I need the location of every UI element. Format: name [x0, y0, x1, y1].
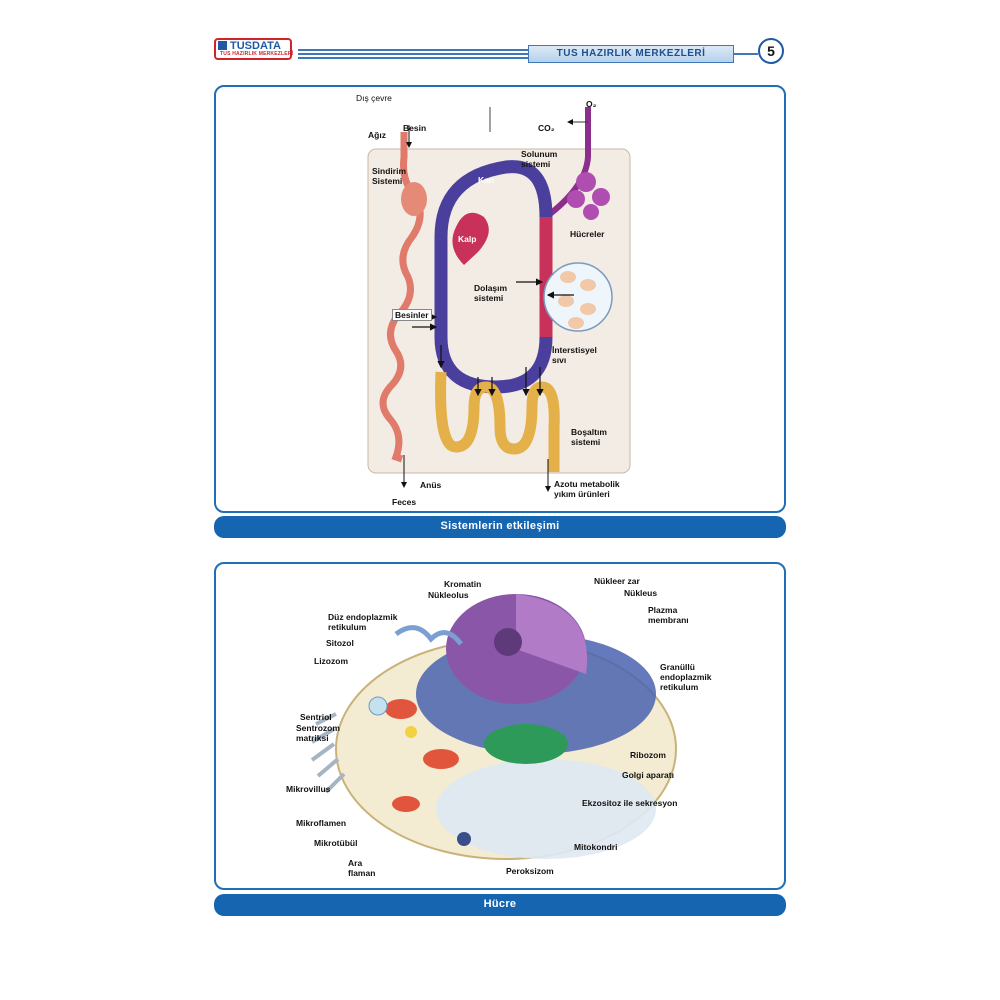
label-interstisyel: İnterstisyel — [552, 345, 597, 355]
label-duz-er-2: retikulum — [328, 622, 367, 632]
header-line — [298, 57, 528, 59]
label-dis-cevre: Dış çevre — [356, 93, 392, 103]
header-line — [734, 53, 758, 55]
label-membrani: membranı — [648, 615, 689, 625]
stomach — [401, 182, 427, 216]
label-granullu-1: Granüllü — [660, 662, 695, 672]
label-sindirim-sistemi: Sistemi — [372, 176, 403, 186]
label-agiz: Ağız — [368, 130, 386, 140]
mitochondrion — [385, 699, 417, 719]
lysosome — [368, 696, 388, 716]
label-anus: Anüs — [420, 480, 442, 490]
label-kromatin: Kromatin — [444, 579, 482, 589]
label-mitokondri: Mitokondri — [574, 842, 618, 852]
label-solunum: Solunum — [521, 149, 558, 159]
lung-lobe — [576, 172, 596, 192]
label-mikrotubul: Mikrotübül — [314, 838, 358, 848]
label-golgi: Golgi aparatı — [622, 770, 674, 780]
label-feces: Feces — [392, 497, 417, 507]
label-sentrozom-2: matriksi — [296, 733, 329, 743]
heart — [452, 212, 489, 265]
cell — [580, 279, 596, 291]
label-hucreler: Hücreler — [570, 229, 605, 239]
mitochondrion — [423, 749, 459, 769]
label-dolasim: Dolaşım — [474, 283, 508, 293]
label-kan: Kan — [478, 175, 495, 185]
label-kalp: Kalp — [458, 234, 477, 244]
label-besin: Besin — [403, 123, 427, 133]
label-sindirim: Sindirim — [372, 166, 407, 176]
figure-systems-panel: Dış çevre Besin Ağız Sindirim Sistemi Ka… — [214, 85, 786, 513]
label-o2: O₂ — [586, 99, 597, 109]
cell — [560, 271, 576, 283]
logo-text: TUSDATA — [230, 40, 281, 52]
golgi — [484, 724, 568, 764]
mitochondrion — [392, 796, 420, 812]
logo-subtitle: TUS HAZIRLIK MERKEZLERİ — [220, 51, 294, 57]
label-sitozol: Sitozol — [326, 638, 354, 648]
label-bosaltim: Boşaltım — [571, 427, 607, 437]
excretory-system — [435, 371, 560, 472]
label-ribozom: Ribozom — [630, 750, 666, 760]
cytosol-region — [436, 759, 656, 859]
label-duz-er-1: Düz endoplazmik — [328, 612, 398, 622]
label-bosaltim-sistemi: sistemi — [571, 437, 601, 447]
peroxisome — [457, 832, 471, 846]
label-dolasim-sistemi: sistemi — [474, 293, 504, 303]
label-nukleer-zar: Nükleer zar — [594, 576, 640, 586]
label-ara: Ara — [348, 858, 363, 868]
header-line — [298, 49, 528, 51]
figure-systems-caption: Sistemlerin etkileşimi — [214, 516, 786, 538]
centrosome — [405, 726, 417, 738]
logo-frame — [214, 38, 292, 60]
label-ekzositoz: Ekzositoz ile sekresyon — [582, 798, 678, 808]
header-line — [298, 53, 528, 55]
page-number: 5 — [758, 38, 784, 64]
tusdata-logo: TUSDATA TUS HAZIRLIK MERKEZLERİ — [214, 38, 296, 64]
label-sentriol: Sentriol — [300, 712, 332, 722]
label-sentrozom-1: Sentrozom — [296, 723, 340, 733]
label-granullu-3: retikulum — [660, 682, 699, 692]
label-peroksizom: Peroksizom — [506, 866, 554, 876]
label-nukleolus: Nükleolus — [428, 590, 469, 600]
smooth-er — [394, 625, 463, 646]
label-yikim: yıkım ürünleri — [554, 489, 610, 499]
header-title: TUS HAZIRLIK MERKEZLERİ — [528, 45, 734, 63]
label-nukleus: Nükleus — [624, 588, 658, 598]
label-plazma: Plazma — [648, 605, 678, 615]
nuclear-cutaway — [516, 594, 588, 674]
body-box — [367, 148, 631, 474]
cell — [558, 295, 574, 307]
label-lizozom: Lizozom — [314, 656, 348, 666]
cell — [568, 317, 584, 329]
cell — [580, 303, 596, 315]
nucleolus — [494, 628, 522, 656]
figure-cell-caption: Hücre — [214, 894, 786, 916]
lung-lobe — [592, 188, 610, 206]
label-solunum-sistemi: sistemi — [521, 159, 551, 169]
logo-mark-icon — [218, 41, 227, 50]
cells-cluster — [543, 262, 613, 332]
label-azotu: Azotu metabolik — [554, 479, 620, 489]
systems-diagram — [367, 107, 631, 492]
label-besinler: Besinler — [392, 309, 432, 321]
label-mikrovillus: Mikrovillus — [286, 784, 331, 794]
label-co2: CO₂ — [538, 123, 555, 133]
cell-diagram — [310, 594, 677, 860]
label-sivi: sıvı — [552, 355, 567, 365]
label-granullu-2: endoplazmik — [660, 672, 712, 682]
lung-lobe — [567, 190, 585, 208]
figure-cell-panel: Kromatin Nükleolus Nükleer zar Nükleus P… — [214, 562, 786, 890]
microvilli — [310, 712, 346, 794]
lung-lobe — [583, 204, 599, 220]
label-mikroflamen: Mikroflamen — [296, 818, 347, 828]
label-flaman: flaman — [348, 868, 376, 878]
